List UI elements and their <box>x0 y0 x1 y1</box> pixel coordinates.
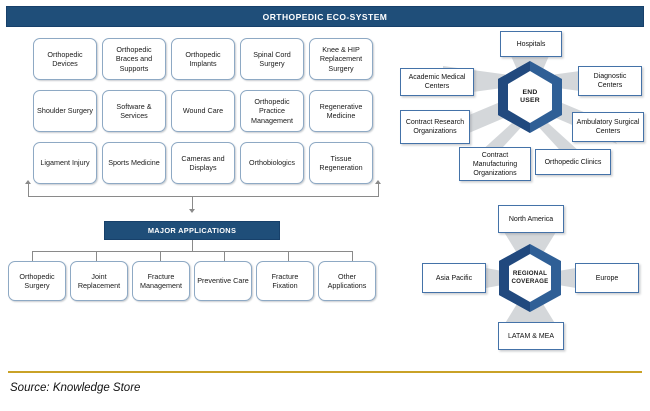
eco-box[interactable]: Tissue Regeneration <box>309 142 373 184</box>
eco-box-label: Orthopedic Devices <box>47 49 83 68</box>
regional-wedge <box>504 303 556 325</box>
eco-box-label: Orthopedic Practice Management <box>251 97 293 125</box>
regional-node-europe[interactable]: Europe <box>575 263 639 293</box>
end-user-node-orthopedic-clinics[interactable]: Orthopedic Clinics <box>535 149 611 175</box>
eco-box-label: Regenerative Medicine <box>319 101 363 120</box>
eco-box-label: Orthobiologics <box>249 158 295 168</box>
eco-box[interactable]: Ligament Injury <box>33 142 97 184</box>
application-box[interactable]: Preventive Care <box>194 261 252 301</box>
eco-box[interactable]: Regenerative Medicine <box>309 90 373 132</box>
end-user-hexagon: END USER <box>497 60 563 134</box>
eco-bracket-left-arrow-icon <box>25 180 31 184</box>
source-label: Source: Knowledge Store <box>10 382 141 394</box>
eco-box-label: Orthopedic Implants <box>185 49 221 68</box>
end-user-node-ambulatory-surgical-centers[interactable]: Ambulatory Surgical Centers <box>572 112 644 142</box>
eco-box[interactable]: Wound Care <box>171 90 235 132</box>
eco-box-label: Tissue Regeneration <box>319 153 363 172</box>
end-user-node-label: Contract Manufacturing Organizations <box>472 151 518 177</box>
eco-box-label: Shoulder Surgery <box>37 106 93 116</box>
regional-wedge <box>504 232 556 254</box>
eco-box[interactable]: Shoulder Surgery <box>33 90 97 132</box>
applications-rail <box>32 251 353 252</box>
end-user-node-label: Orthopedic Clinics <box>544 158 602 166</box>
footer-divider <box>8 371 642 373</box>
applications-drop <box>224 251 225 261</box>
eco-box-label: Cameras and Displays <box>181 153 225 172</box>
eco-box[interactable]: Knee & HIP Replacement Surgery <box>309 38 373 80</box>
eco-box-label: Wound Care <box>182 106 224 116</box>
application-box-label: Fracture Management <box>140 271 182 290</box>
end-user-hexagon-shape <box>498 61 562 133</box>
end-user-node-label: Academic Medical Centers <box>408 74 466 90</box>
end-user-node-label: Diagnostic Centers <box>593 73 627 89</box>
eco-bracket-left-stem <box>28 184 29 196</box>
regional-node-latam-mea[interactable]: LATAM & MEA <box>498 322 564 350</box>
eco-box-label: Sports Medicine <box>108 158 160 168</box>
eco-bracket-right-arrow-icon <box>375 180 381 184</box>
regional-node-label: LATAM & MEA <box>507 332 555 340</box>
end-user-node-label: Hospitals <box>516 40 546 48</box>
applications-drop <box>160 251 161 261</box>
regional-node-asia-pacific[interactable]: Asia Pacific <box>422 263 486 293</box>
application-box[interactable]: Other Applications <box>318 261 376 301</box>
application-box-label: Preventive Care <box>197 276 249 286</box>
application-box[interactable]: Joint Replacement <box>70 261 128 301</box>
applications-drop <box>96 251 97 261</box>
eco-bracket-line <box>28 196 379 197</box>
regional-coverage-hexagon-shape <box>499 244 561 312</box>
end-user-node-diagnostic-centers[interactable]: Diagnostic Centers <box>578 66 642 96</box>
end-user-node-hospitals[interactable]: Hospitals <box>500 31 562 57</box>
application-box-label: Other Applications <box>327 271 367 290</box>
eco-box-label: Knee & HIP Replacement Surgery <box>319 45 363 73</box>
end-user-node-contract-manufacturing-organizations[interactable]: Contract Manufacturing Organizations <box>459 147 531 181</box>
application-box[interactable]: Orthopedic Surgery <box>8 261 66 301</box>
applications-drop <box>352 251 353 261</box>
end-user-node-label: Contract Research Organizations <box>405 119 465 135</box>
page-title-bar: ORTHOPEDIC ECO-SYSTEM <box>6 6 644 27</box>
regional-node-label: Asia Pacific <box>435 274 473 282</box>
regional-node-north-america[interactable]: North America <box>498 205 564 233</box>
regional-node-label: Europe <box>595 274 619 282</box>
application-box-label: Fracture Fixation <box>271 271 299 290</box>
application-box[interactable]: Fracture Management <box>132 261 190 301</box>
eco-to-applications-line <box>192 196 193 209</box>
applications-drop <box>288 251 289 261</box>
regional-node-label: North America <box>508 215 554 223</box>
eco-to-applications-arrow-icon <box>189 209 195 213</box>
eco-box[interactable]: Cameras and Displays <box>171 142 235 184</box>
page-title: ORTHOPEDIC ECO-SYSTEM <box>262 11 388 22</box>
applications-drop <box>32 251 33 261</box>
eco-box[interactable]: Orthopedic Devices <box>33 38 97 80</box>
eco-box-label: Spinal Cord Surgery <box>253 49 291 68</box>
eco-box[interactable]: Software & Services <box>102 90 166 132</box>
eco-box[interactable]: Sports Medicine <box>102 142 166 184</box>
applications-stem <box>192 240 193 251</box>
regional-coverage-hexagon: REGIONAL COVERAGE <box>498 243 562 313</box>
eco-box[interactable]: Orthopedic Implants <box>171 38 235 80</box>
application-box-label: Joint Replacement <box>77 271 121 290</box>
end-user-node-contract-research-organizations[interactable]: Contract Research Organizations <box>400 110 470 144</box>
eco-box[interactable]: Orthopedic Braces and Supports <box>102 38 166 80</box>
eco-box[interactable]: Orthopedic Practice Management <box>240 90 304 132</box>
eco-box-label: Software & Services <box>116 101 152 120</box>
application-box[interactable]: Fracture Fixation <box>256 261 314 301</box>
eco-bracket-right-stem <box>378 184 379 196</box>
end-user-node-label: Ambulatory Surgical Centers <box>576 119 640 135</box>
eco-box-label: Ligament Injury <box>40 158 90 168</box>
major-applications-bar: MAJOR APPLICATIONS <box>104 221 280 240</box>
eco-box-label: Orthopedic Braces and Supports <box>115 45 153 73</box>
major-applications-title: MAJOR APPLICATIONS <box>147 226 237 235</box>
application-box-label: Orthopedic Surgery <box>19 271 55 290</box>
eco-box[interactable]: Orthobiologics <box>240 142 304 184</box>
end-user-node-academic-medical-centers[interactable]: Academic Medical Centers <box>400 68 474 96</box>
eco-box[interactable]: Spinal Cord Surgery <box>240 38 304 80</box>
